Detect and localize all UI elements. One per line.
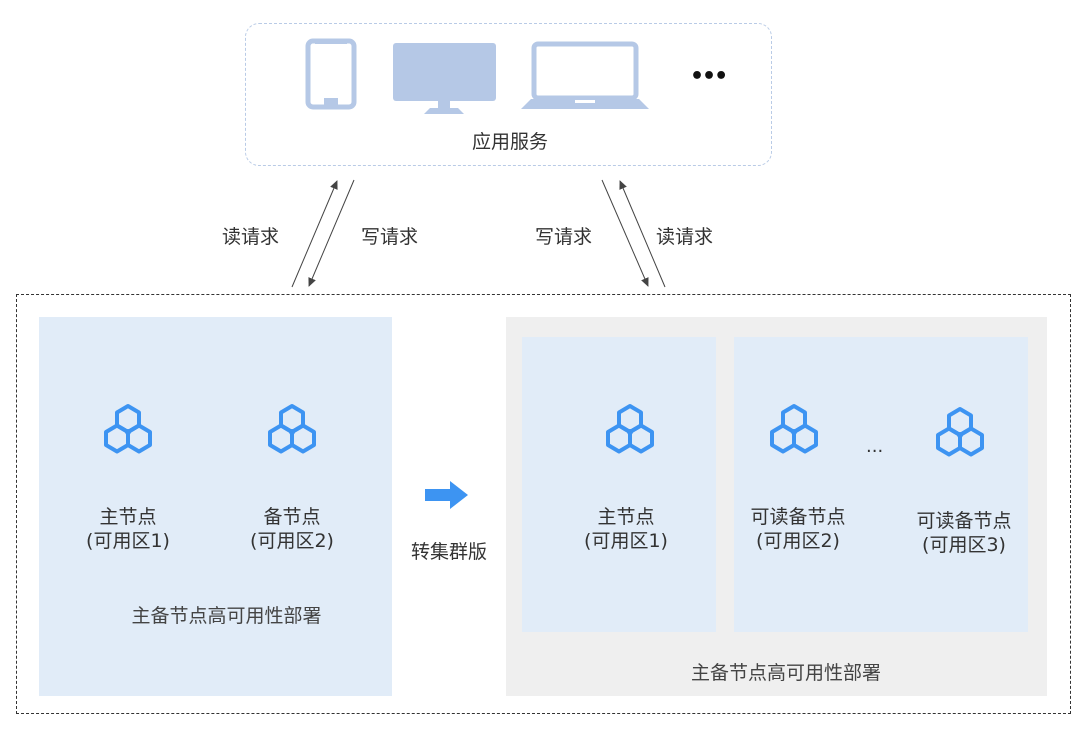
node-cluster-icon xyxy=(770,404,818,454)
node-label: 主节点 (可用区1) xyxy=(68,505,188,553)
node-cluster-icon xyxy=(606,404,654,454)
node-cluster-icon xyxy=(936,407,984,457)
transition-label: 转集群版 xyxy=(410,541,487,563)
monitor-icon xyxy=(393,43,496,114)
node-label: 主节点 (可用区1) xyxy=(566,505,686,553)
left-write-request-label: 写请求 xyxy=(361,226,419,248)
replica-zone-panel xyxy=(734,337,1028,632)
node-name: 主节点 xyxy=(597,506,655,528)
node-name: 主节点 xyxy=(99,506,157,528)
node-label: 可读备节点 (可用区2) xyxy=(738,505,858,553)
right-read-request-label: 读请求 xyxy=(656,226,714,248)
left-write-arrow xyxy=(308,179,355,287)
node-name: 可读备节点 xyxy=(916,510,1012,532)
transition-arrow-icon xyxy=(425,481,468,509)
right-read-arrow xyxy=(619,180,666,288)
deployment-container xyxy=(16,294,1071,714)
left-read-request-label: 读请求 xyxy=(222,226,280,248)
replica-ellipsis: ... xyxy=(866,436,884,457)
application-service-label: 应用服务 xyxy=(471,131,548,153)
more-devices-icon: ••• xyxy=(690,64,728,89)
primary-zone-panel xyxy=(522,337,716,632)
node-zone: (可用区1) xyxy=(584,530,668,552)
left-panel-caption: 主备节点高可用性部署 xyxy=(131,605,322,627)
right-write-arrow xyxy=(601,179,649,287)
phone-icon xyxy=(305,38,357,110)
laptop-icon xyxy=(521,41,649,109)
right-panel-caption: 主备节点高可用性部署 xyxy=(690,662,881,684)
node-label: 备节点 (可用区2) xyxy=(232,505,352,553)
node-cluster-icon xyxy=(104,404,152,454)
application-service-box xyxy=(245,23,772,166)
node-label: 可读备节点 (可用区3) xyxy=(904,509,1024,557)
right-write-request-label: 写请求 xyxy=(535,226,593,248)
node-zone: (可用区1) xyxy=(86,530,170,552)
node-zone: (可用区3) xyxy=(922,534,1006,556)
node-name: 备节点 xyxy=(263,506,321,528)
node-cluster-icon xyxy=(268,404,316,454)
node-zone: (可用区2) xyxy=(250,530,334,552)
node-zone: (可用区2) xyxy=(756,530,840,552)
primary-standby-panel xyxy=(39,317,392,696)
left-read-arrow xyxy=(291,180,338,288)
node-name: 可读备节点 xyxy=(750,506,846,528)
